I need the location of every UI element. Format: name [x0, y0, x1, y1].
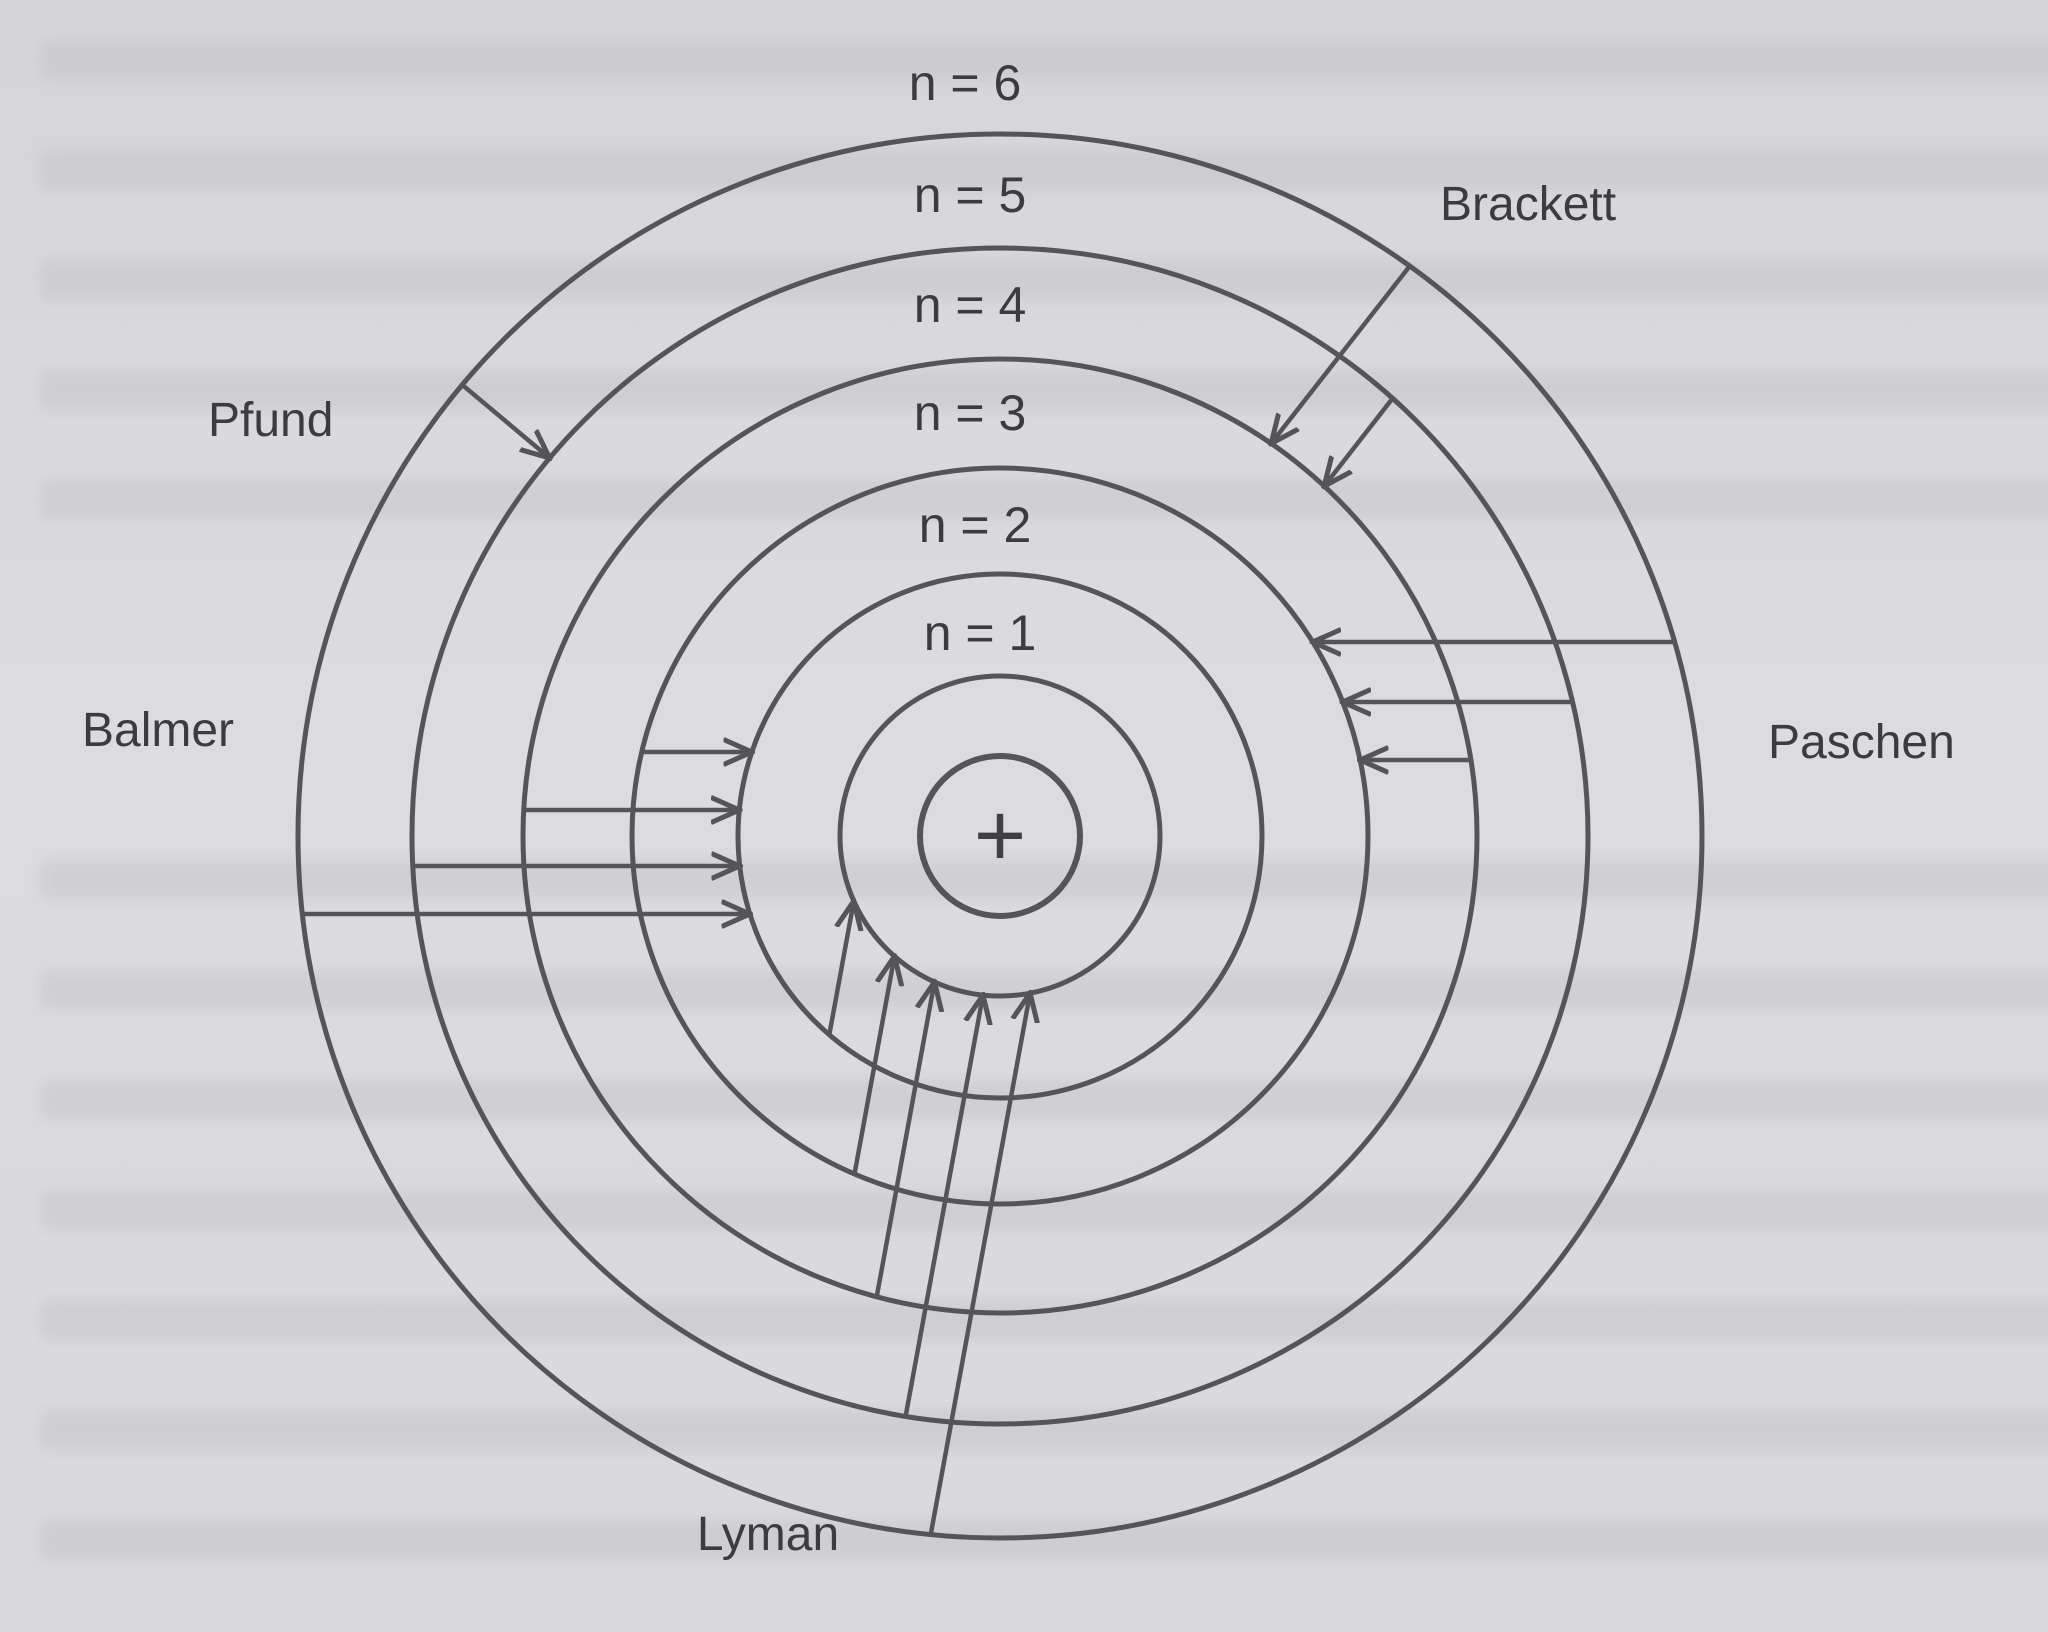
level-labels: n = 1 n = 2 n = 3 n = 4 n = 5 n = 6: [909, 55, 1037, 661]
series-label-lyman: Lyman: [697, 1508, 839, 1561]
arrow-lyman-n3-to-n1: [852, 956, 895, 1177]
arrow-brackett-n5-to-n4: [1324, 396, 1395, 486]
level-label-n3: n = 3: [914, 385, 1027, 441]
arrow-brackett-n6-to-n4: [1271, 263, 1413, 444]
level-label-n1: n = 1: [924, 605, 1037, 661]
transition-arrows: [300, 263, 1677, 1537]
arrow-pfund-n6-to-n5: [459, 382, 549, 458]
nucleus-circle: [917, 753, 1083, 919]
orbit-n1: [837, 673, 1163, 999]
series-label-pfund: Pfund: [208, 394, 333, 447]
nucleus: +: [917, 753, 1083, 919]
series-label-balmer: Balmer: [82, 704, 234, 757]
level-label-n4: n = 4: [914, 277, 1027, 333]
arrow-lyman-n4-to-n1: [874, 982, 935, 1300]
series-labels: Lyman Balmer Paschen Brackett Pfund: [82, 178, 1955, 1561]
arrow-lyman-n6-to-n1: [928, 993, 1030, 1537]
level-label-n2: n = 2: [919, 497, 1032, 553]
orbit-n5: [409, 245, 1591, 1427]
level-label-n6: n = 6: [909, 55, 1022, 111]
nucleus-symbol: +: [974, 786, 1027, 886]
arrow-lyman-n2-to-n1: [827, 901, 854, 1037]
orbit-n3: [629, 465, 1371, 1207]
series-label-paschen: Paschen: [1768, 716, 1955, 769]
series-label-brackett: Brackett: [1440, 178, 1616, 231]
orbit-circles: [295, 131, 1705, 1541]
orbit-n2: [735, 571, 1265, 1101]
orbit-n6: [295, 131, 1705, 1541]
level-label-n5: n = 5: [914, 167, 1027, 223]
orbit-n4: [520, 356, 1480, 1316]
arrow-lyman-n5-to-n1: [903, 995, 983, 1419]
